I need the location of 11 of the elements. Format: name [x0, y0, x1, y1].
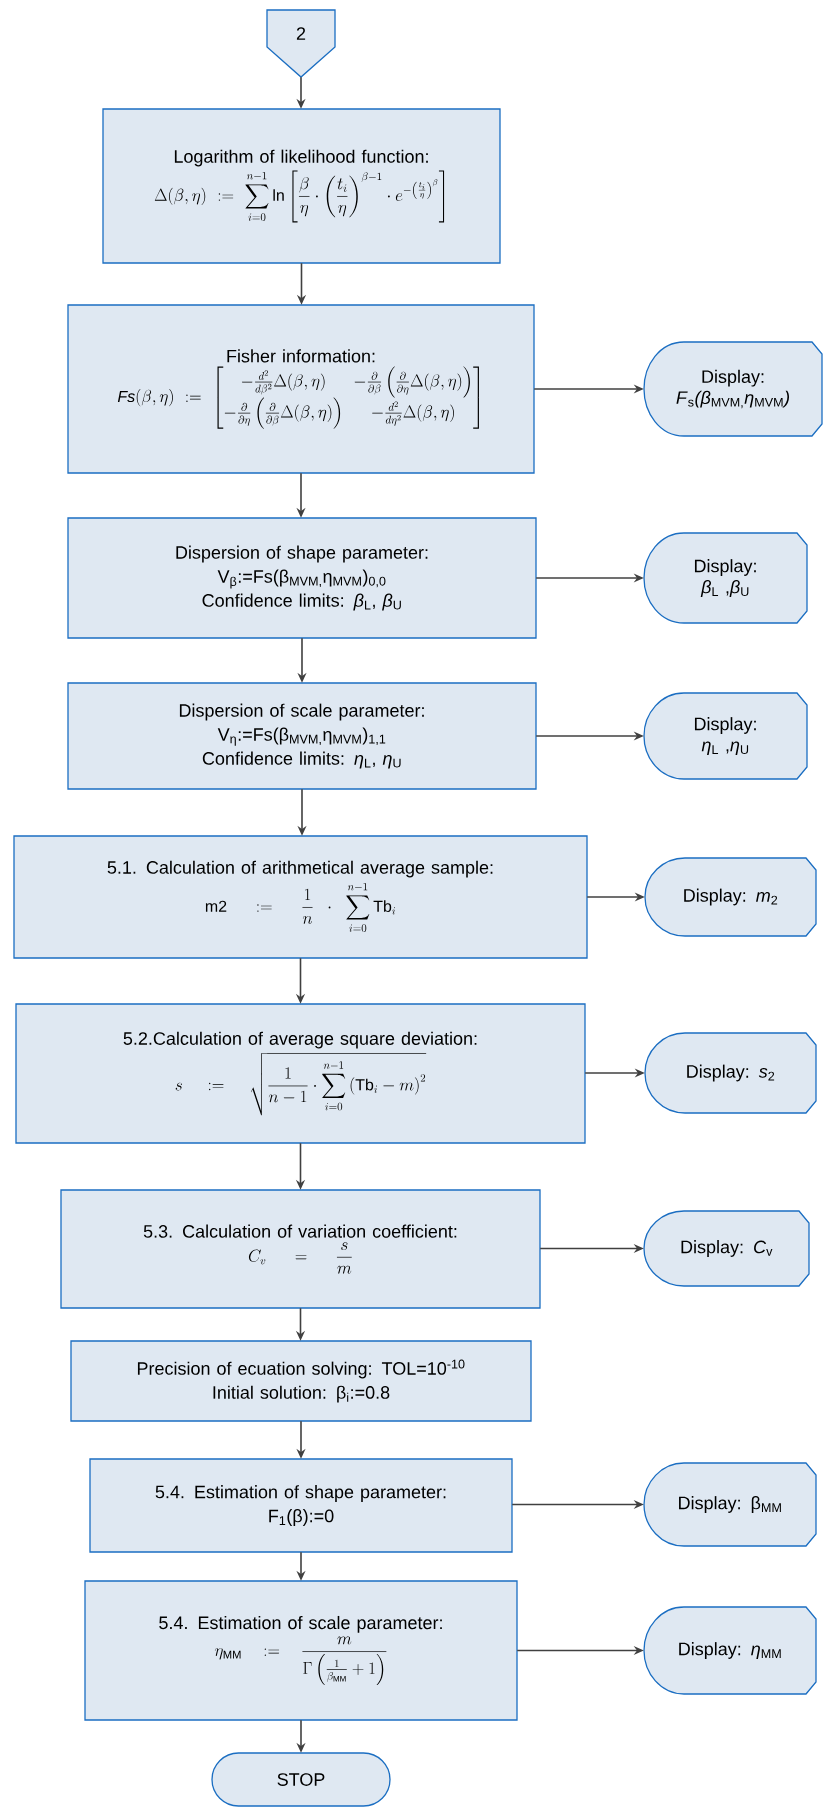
process-box: Dispersion of scale parameter: V$_{η}$:=Fs(β$_{MVM,}$η$_{MVM}$)$_{1,1}$ Confidence limits: η$_{L}$, η$_{U}$	[67, 682, 537, 790]
process-box: 5.2.Calculation of average square deviation: $s := \sqrt{\frac{1}{n-1}\cdot\sum_{i=0}^{n-1}\left(\mathrm{Tb}_i - m\right)^2}$	[15, 1003, 586, 1144]
process-box: Fisher information: $\mathit{Fs}(\beta,\eta) := \begin{bmatrix} -\frac{d^2}{d\beta^2}\Delta(\beta,\eta) & -\frac{\partial}{\partial\beta}\left(\frac{\partial}{\partial\eta}\Delta(\beta,\eta)\right) \\ -\frac{\partial}{\partial\eta}\left(\frac{\partial}{\partial\beta}\Delta(\beta,\eta)\right) & -\frac{d^2}{d\eta^2}\Delta(\beta,\eta) \end{bmatrix}$	[67, 304, 535, 474]
process-box: 5.3. Calculation of variation coefficient: $C_v = \frac{s}{m}$	[60, 1189, 541, 1309]
process-box: 5.4. Estimation of scale parameter: $\eta_{\mathrm{MM}} := \frac{m}{\Gamma\left(\frac{1}{\beta_{\mathrm{MM}}}+1\right)}$	[84, 1580, 518, 1721]
process-box: Precision of ecuation solving: TOL=10$^{-10}$ Initial solution: β$_{i}$:=0.8	[70, 1340, 532, 1422]
process-box: Dispersion of shape parameter: V$_{β}$:=Fs(β$_{MVM,}$η$_{MVM}$)$_{0,0}$ Confidence limits: β$_{L}$, β$_{U}$	[67, 517, 537, 639]
process-box: 5.4. Estimation of shape parameter: F$_{1}$(β):=0	[89, 1458, 513, 1553]
process-box: 5.1. Calculation of arithmetical average sample: $\mathrm{m2} := \frac{1}{n}\cdot\sum_{i=0}^{n-1} \mathrm{Tb}_i$	[13, 835, 588, 959]
offpage-connector: 2	[266, 9, 336, 78]
process-box: Logarithm of likelihood function: $\Delta(\beta,\eta) := \sum_{i=0}^{n-1} \ln\left[\frac{\beta}{\eta}\cdot\left(\frac{t_i}{\eta}\right)^{\beta-1}\cdot e^{-\left(\frac{t_i}{\eta}\right)^{\beta}}\right]$	[102, 108, 501, 264]
